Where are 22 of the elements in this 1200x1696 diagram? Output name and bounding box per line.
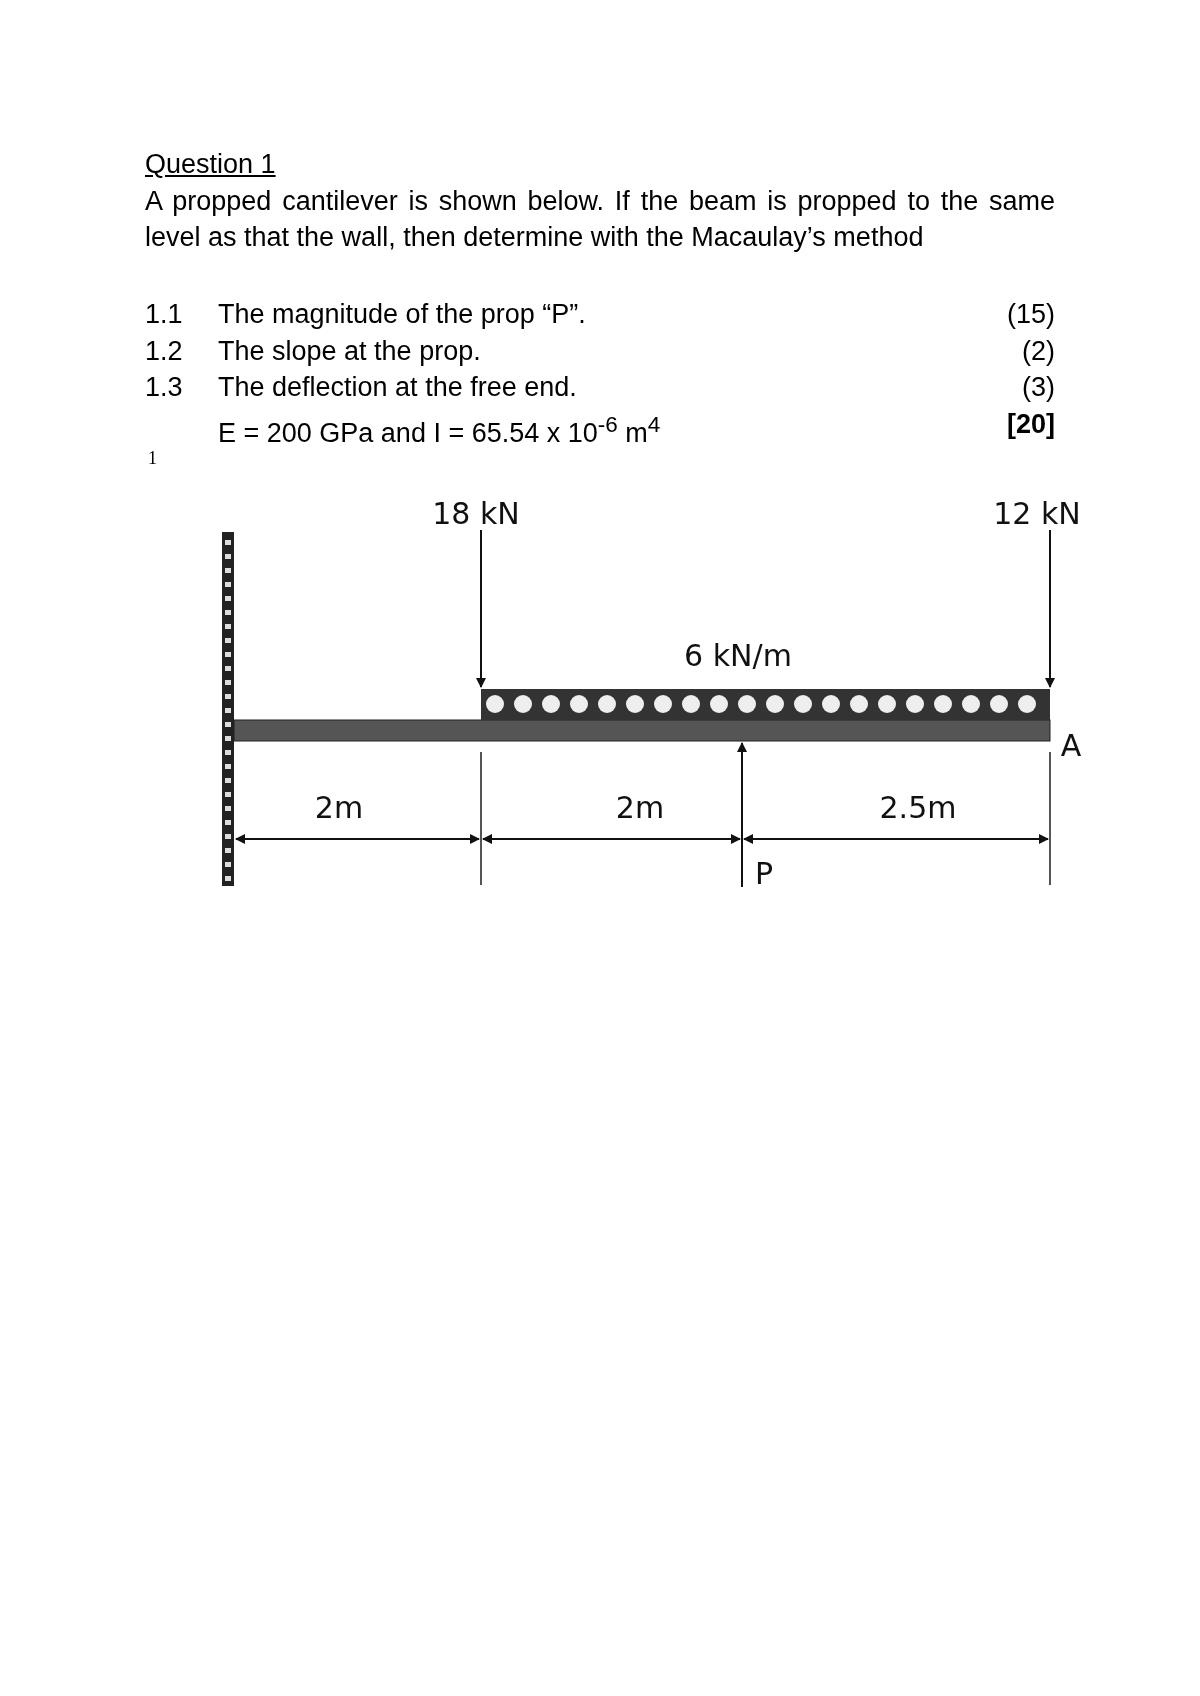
page-number: 1 [148,447,157,470]
dimension-label: 2m [314,790,364,826]
load-label: 18 kN [432,496,520,532]
question-item: The deflection at the free end. [218,371,577,404]
question-heading: Question 1 [145,148,276,181]
mark-allocation: (3) [1022,371,1055,404]
point-label: A [1060,728,1082,764]
total-marks: [20] [1007,408,1055,441]
load-label: 12 kN [993,496,1081,532]
dimension-label: 2.5m [879,790,957,826]
question-item: The slope at the prop. [218,335,481,368]
item-number: 1.3 [145,371,183,404]
mark-allocation: (15) [1007,298,1055,331]
dimension-label: 2m [615,790,665,826]
item-number: 1.2 [145,335,183,368]
question-item: The magnitude of the prop “P”. [218,298,586,331]
load-label: 6 kN/m [684,638,792,674]
point-label: P [754,856,774,892]
question-text: A propped cantilever is shown below. If the beam is propped to the same level as that the wall, then determine with the Macaulay’s method [145,185,1055,254]
mark-allocation: (2) [1022,335,1055,368]
given-values: E = 200 GPa and I = 65.54 x 10$^{-6}$ m$^{4}$ [218,411,661,450]
item-number: 1.1 [145,298,183,331]
